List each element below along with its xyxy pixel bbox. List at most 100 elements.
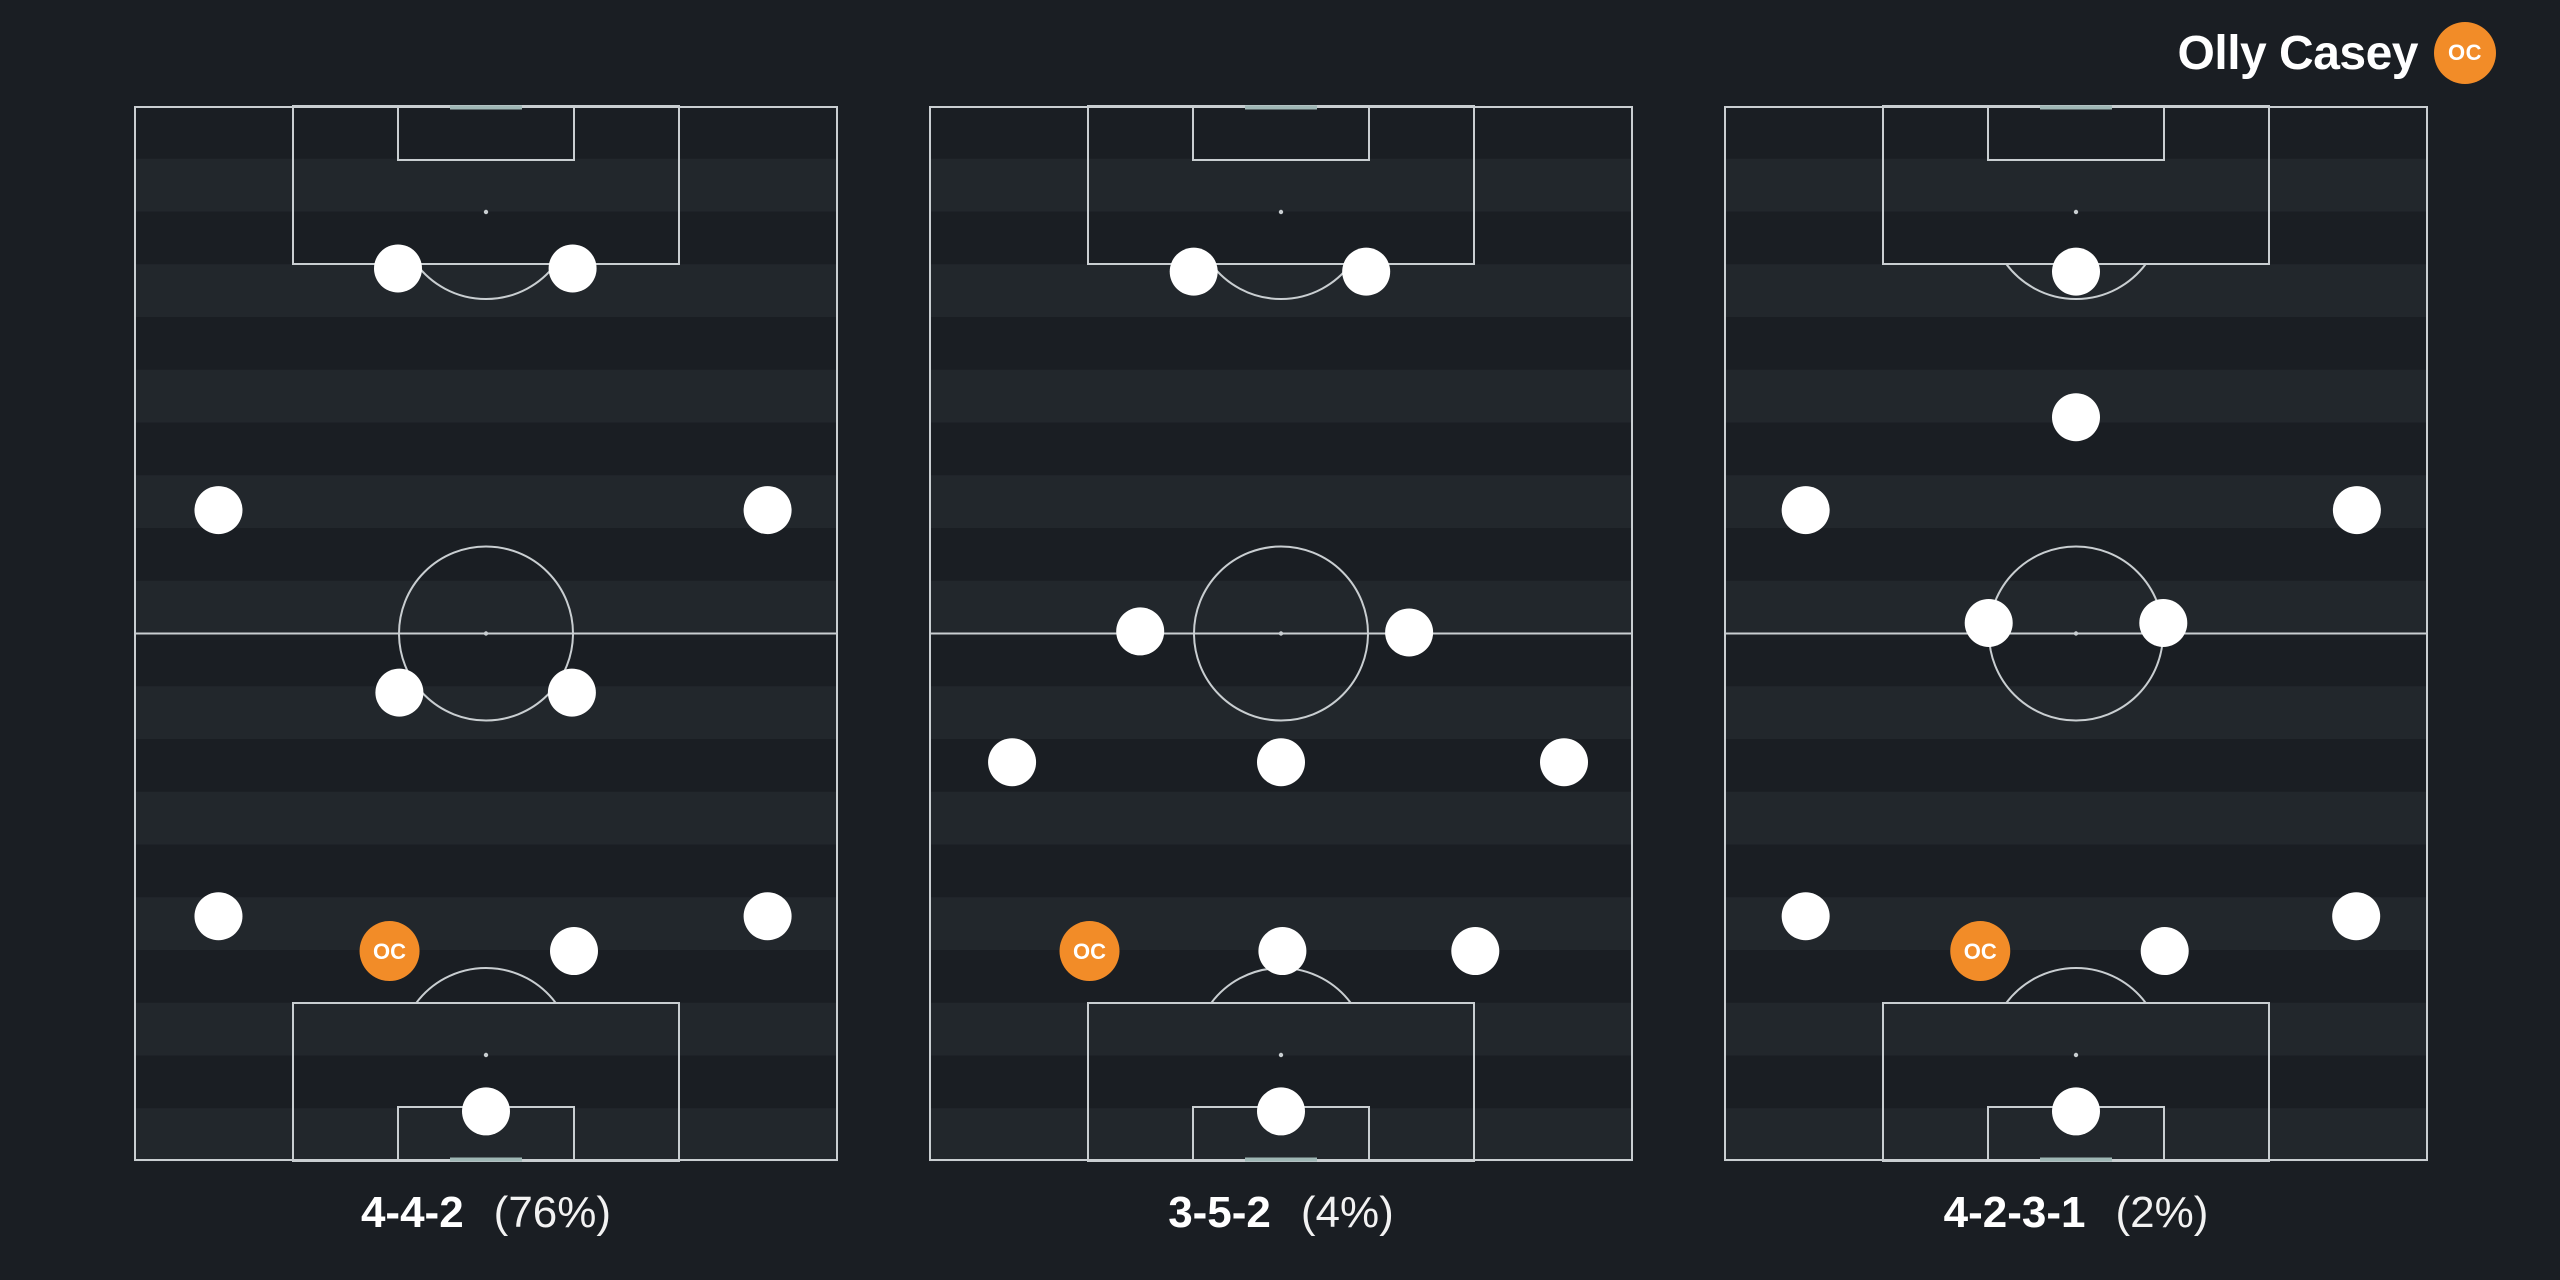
centre-spot [2073, 631, 2079, 636]
player-marker [1342, 247, 1391, 296]
player-marker [2052, 1087, 2100, 1136]
penalty-arc-bottom [415, 967, 557, 1004]
pitch-stripe [929, 791, 1633, 845]
pitch-formation-1: OC [134, 105, 838, 1162]
pitch-stripe [134, 897, 838, 951]
pitch-2-svg: OC [929, 105, 1633, 1162]
formation-caption-3: 4-2-3-1 (2%) [1724, 1188, 2428, 1238]
pitch-stripe [929, 106, 1633, 160]
player-marker [1781, 486, 1830, 535]
centre-spot [483, 631, 489, 636]
pitch-3-svg: OC [1724, 105, 2428, 1162]
pitch-stripe [929, 158, 1633, 212]
player-marker [375, 668, 424, 717]
penalty-arc-bottom [2005, 967, 2147, 1004]
player-marker [547, 668, 596, 717]
pitch-stripe [134, 950, 838, 1004]
player-marker-initials: OC [1964, 939, 1997, 964]
pitch-stripe [1724, 317, 2428, 371]
player-marker [2332, 892, 2381, 941]
pitch-stripe [134, 844, 838, 898]
player-marker [2052, 247, 2100, 296]
player-name: Olly Casey [2177, 26, 2419, 80]
pitch-stripe [1724, 106, 2428, 160]
player-marker [1169, 247, 1218, 296]
player-marker [550, 927, 598, 976]
pitch-stripe [1724, 791, 2428, 845]
pitch-stripe [134, 106, 838, 160]
pitch-stripe [134, 686, 838, 740]
formation-share: (76%) [493, 1188, 612, 1237]
player-marker [1257, 1087, 1305, 1136]
penalty-spot-top [1278, 209, 1284, 215]
formation-label: 4-2-3-1 [1943, 1188, 2086, 1237]
penalty-spot-bottom [1278, 1052, 1284, 1058]
player-marker [988, 738, 1037, 787]
player-brand: Olly Casey OC [2178, 22, 2496, 84]
pitch-stripe [1724, 897, 2428, 951]
penalty-arc-top [2005, 263, 2147, 300]
pitch-stripe [929, 844, 1633, 898]
player-marker [462, 1087, 510, 1136]
penalty-spot-bottom [2073, 1052, 2079, 1058]
player-marker [2052, 393, 2100, 442]
pitch-1-svg: OC [134, 105, 838, 1162]
pitch-stripe [134, 264, 838, 318]
formation-caption-1: 4-4-2 (76%) [134, 1188, 838, 1238]
formation-share: (2%) [2115, 1188, 2209, 1237]
pitch-stripe [929, 528, 1633, 582]
pitch-stripe [1724, 475, 2428, 529]
pitch-stripe [929, 317, 1633, 371]
formation-caption-2: 3-5-2 (4%) [929, 1188, 1633, 1238]
pitch-stripe [1724, 580, 2428, 634]
player-marker [194, 892, 243, 941]
player-marker [1540, 738, 1589, 787]
pitch-stripe [134, 211, 838, 265]
formation-label: 3-5-2 [1168, 1188, 1271, 1237]
player-marker-initials: OC [373, 939, 406, 964]
player-badge: OC [2434, 22, 2496, 84]
player-marker-highlight [359, 921, 420, 982]
pitch-stripe [929, 1002, 1633, 1056]
pitch-stripe [134, 1002, 838, 1056]
pitch-stripe [1724, 633, 2428, 687]
penalty-spot-bottom [483, 1052, 489, 1058]
pitch-stripe [1724, 950, 2428, 1004]
player-marker [2139, 598, 2188, 647]
pitch-stripe [134, 528, 838, 582]
pitch-stripe [1724, 739, 2428, 793]
pitch-stripe [134, 633, 838, 687]
player-marker [1257, 738, 1305, 787]
penalty-arc-top [415, 263, 557, 300]
player-marker-highlight [1950, 921, 2011, 982]
player-marker [374, 244, 422, 293]
player-marker [1258, 927, 1307, 976]
player-marker [194, 486, 243, 535]
player-marker [1116, 607, 1165, 656]
player-marker [548, 244, 597, 293]
penalty-arc-top [1210, 263, 1352, 300]
player-marker [1964, 598, 2013, 647]
pitch-stripe [1724, 1002, 2428, 1056]
centre-circle [1193, 545, 1369, 722]
player-marker [2140, 927, 2189, 976]
pitch-stripe [134, 317, 838, 371]
pitch-stripe [929, 422, 1633, 476]
formation-label: 4-4-2 [360, 1188, 464, 1237]
player-marker [1781, 892, 1830, 941]
pitch-stripe [134, 369, 838, 423]
pitch-formation-2: OC [929, 105, 1633, 1162]
formation-share: (4%) [1300, 1188, 1394, 1237]
centre-spot [1278, 631, 1284, 636]
pitch-stripe [134, 475, 838, 529]
pitch-stripe [134, 422, 838, 476]
pitch-stripe [134, 158, 838, 212]
player-marker [2332, 486, 2381, 535]
pitch-stripe [929, 369, 1633, 423]
player-marker [1451, 927, 1500, 976]
pitch-stripe [929, 475, 1633, 529]
centre-circle [398, 545, 574, 722]
pitch-stripe [1724, 686, 2428, 740]
player-marker-initials: OC [1073, 939, 1106, 964]
